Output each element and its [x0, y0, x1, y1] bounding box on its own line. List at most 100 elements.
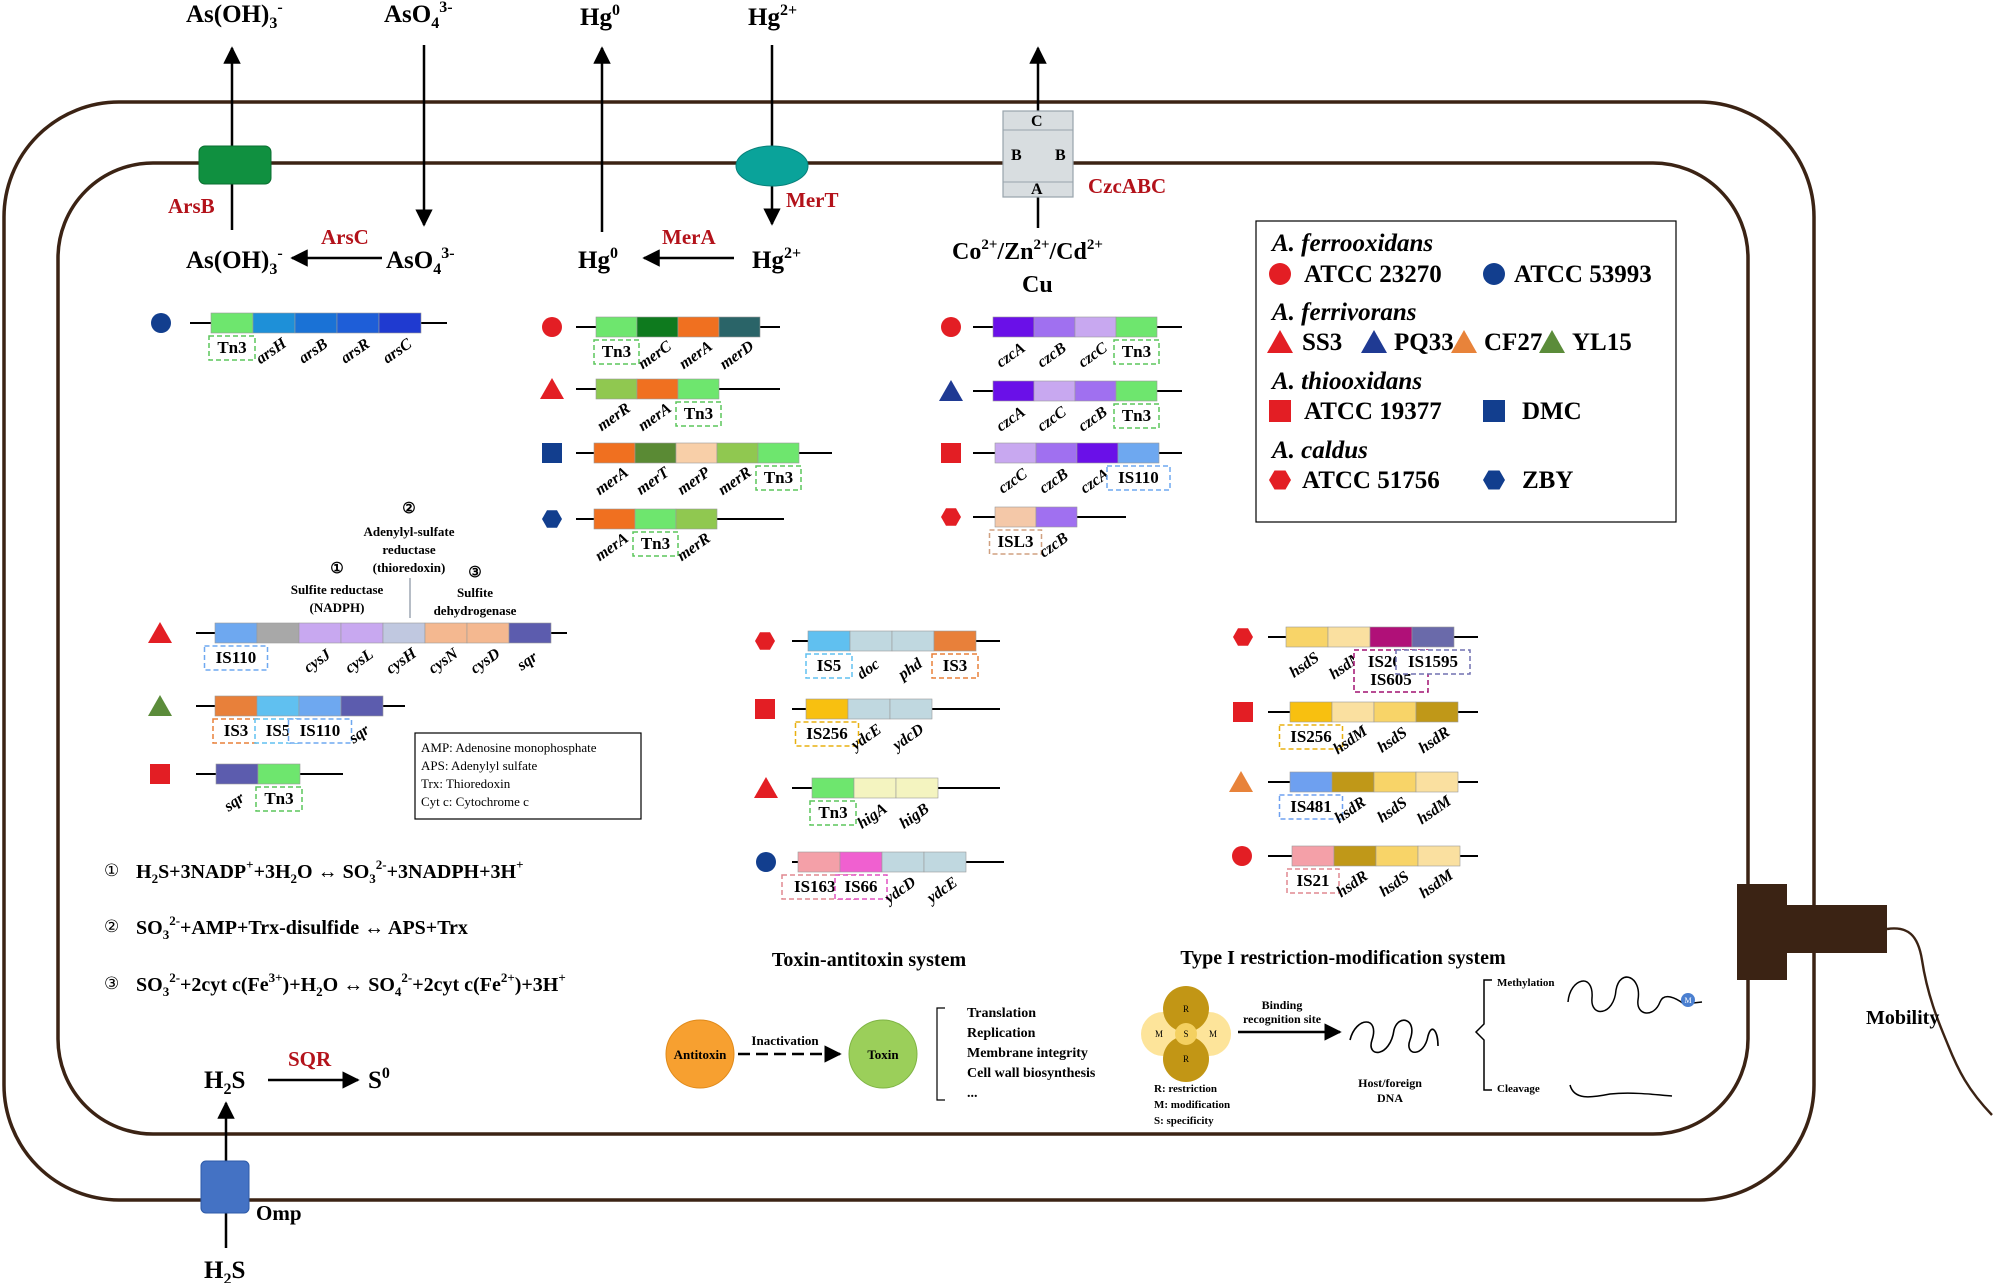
czc-b1-label: B: [1011, 147, 1022, 164]
methyl-mark-letter: M: [1684, 996, 1691, 1005]
mobile-element-box: [1113, 403, 1160, 429]
gene-block: [933, 630, 977, 652]
mobile-element-box: [794, 721, 860, 747]
h2s-outer-s: S: [231, 1257, 245, 1283]
sulfur-enzyme-labels: ② Adenylyl-sulfate reductase (thioredoxi…: [291, 501, 517, 618]
mobile-element-label: Tn3: [264, 789, 293, 808]
binding-label: Binding: [1262, 998, 1303, 1012]
antitoxin-label: Antitoxin: [674, 1047, 728, 1062]
abbreviation-amp: AMP: Adenosine monophosphate: [421, 740, 597, 755]
mobile-element-label: Tn3: [217, 338, 246, 357]
gene-block: [508, 622, 552, 644]
eq1-p3: +: [246, 857, 253, 872]
legend-marker-triangle: [1267, 330, 1293, 353]
strain-marker-triangle: [754, 777, 778, 798]
eq2-p0: SO: [136, 917, 163, 939]
gene-block: [1331, 701, 1375, 723]
gene-block: [298, 622, 342, 644]
eq2-p2: 2-: [169, 913, 180, 928]
mobile-element-box: [805, 653, 853, 679]
eq1-p0: H: [136, 861, 152, 883]
mobile-element-label: Tn3: [818, 803, 847, 822]
gene-block: [1369, 626, 1413, 648]
mobile-element-label: IS1595: [1408, 652, 1458, 671]
gene-block: [215, 763, 259, 785]
mobile-element-box: [834, 874, 888, 900]
gene-block: [1289, 701, 1333, 723]
gene-block: [1327, 626, 1371, 648]
gene-block: [811, 777, 855, 799]
gene-label: phd: [894, 655, 927, 685]
gene-label: merR: [594, 400, 634, 435]
gene-block: [1289, 771, 1333, 793]
gene-block: [424, 622, 468, 644]
eq1-p6: O ↔ SO: [297, 861, 369, 883]
target-replication: Replication: [967, 1026, 1036, 1041]
aso4-top: AsO43-: [384, 0, 453, 32]
enzyme-1-line2: (NADPH): [310, 600, 365, 615]
gene-block: [378, 312, 422, 334]
legend-strain-label: YL15: [1572, 329, 1632, 356]
gene-block: [992, 380, 1035, 402]
czc-a-label: A: [1031, 181, 1043, 198]
gene-label: czcB: [1034, 339, 1069, 371]
gene-label: hsdS: [1376, 868, 1412, 900]
abbreviation-aps: APS: Adenylyl sulfate: [421, 758, 538, 773]
gene-block: [340, 695, 384, 717]
mobile-element-box: [203, 645, 269, 671]
rm-s-letter: S: [1183, 1029, 1188, 1039]
eq3-p5: )+H: [283, 974, 317, 996]
s0-product: S0: [368, 1065, 390, 1094]
eq3-p2: 2-: [169, 970, 180, 985]
mobile-element-box: [1278, 794, 1344, 820]
eq1-p7: 3: [369, 871, 376, 886]
metal-cd-charge: 2+: [1087, 237, 1103, 253]
cleavage-label: Cleavage: [1497, 1083, 1540, 1095]
mobile-element-box: [755, 465, 802, 491]
mert-transporter: [735, 145, 809, 187]
gene-block: [336, 312, 380, 334]
abbreviation-box: AMP: Adenosine monophosphate APS: Adenyl…: [414, 732, 642, 820]
gene-block: [675, 442, 718, 464]
gene-block: [256, 695, 300, 717]
rm-r-bottom-letter: R: [1183, 1054, 1189, 1064]
toxin-label: Toxin: [867, 1047, 899, 1062]
mobile-element-box: [931, 653, 979, 679]
target-membrane: Membrane integrity: [967, 1046, 1088, 1061]
gene-block: [595, 378, 638, 400]
mobile-element-label: Tn3: [684, 404, 713, 423]
hg0-inner-sup: 0: [610, 245, 618, 262]
mera-label: MerA: [662, 225, 716, 249]
hg2-inner-base: Hg: [752, 247, 784, 274]
gene-label: merP: [674, 464, 713, 498]
mert-label: MerT: [786, 188, 838, 212]
mobile-element-box: [632, 531, 679, 557]
gene-label: hsdS: [1374, 794, 1410, 826]
metal-co-charge: 2+: [981, 237, 997, 253]
flagellum: Mobility: [1737, 884, 1993, 1116]
legend-strain-label: DMC: [1522, 398, 1582, 425]
hg2-inner-sup: 2+: [784, 245, 801, 262]
equation-1-number: ①: [104, 861, 119, 880]
equation-2: SO32-+AMP+Trx-disulfide ↔ APS+Trx: [136, 913, 468, 942]
strain-marker-hexagon: [755, 632, 775, 650]
gene-label: merA: [592, 530, 632, 565]
gene-label: czcC: [1034, 403, 1069, 435]
mobile-element-label: Tn3: [641, 534, 670, 553]
gene-label: higA: [854, 800, 890, 832]
mobile-element-box: [1395, 649, 1471, 675]
legend-strain-label: SS3: [1302, 329, 1342, 356]
mobile-element-label: IS1634: [794, 877, 845, 896]
gene-block: [677, 378, 720, 400]
methylation-label: Methylation: [1497, 977, 1554, 989]
strain-marker-triangle: [939, 380, 963, 401]
eq3-p3: +2cyt c(Fe: [180, 974, 269, 996]
legend-marker-triangle: [1361, 330, 1387, 353]
abbreviation-trx: Trx: Thioredoxin: [421, 776, 511, 791]
gene-block: [1035, 506, 1078, 528]
